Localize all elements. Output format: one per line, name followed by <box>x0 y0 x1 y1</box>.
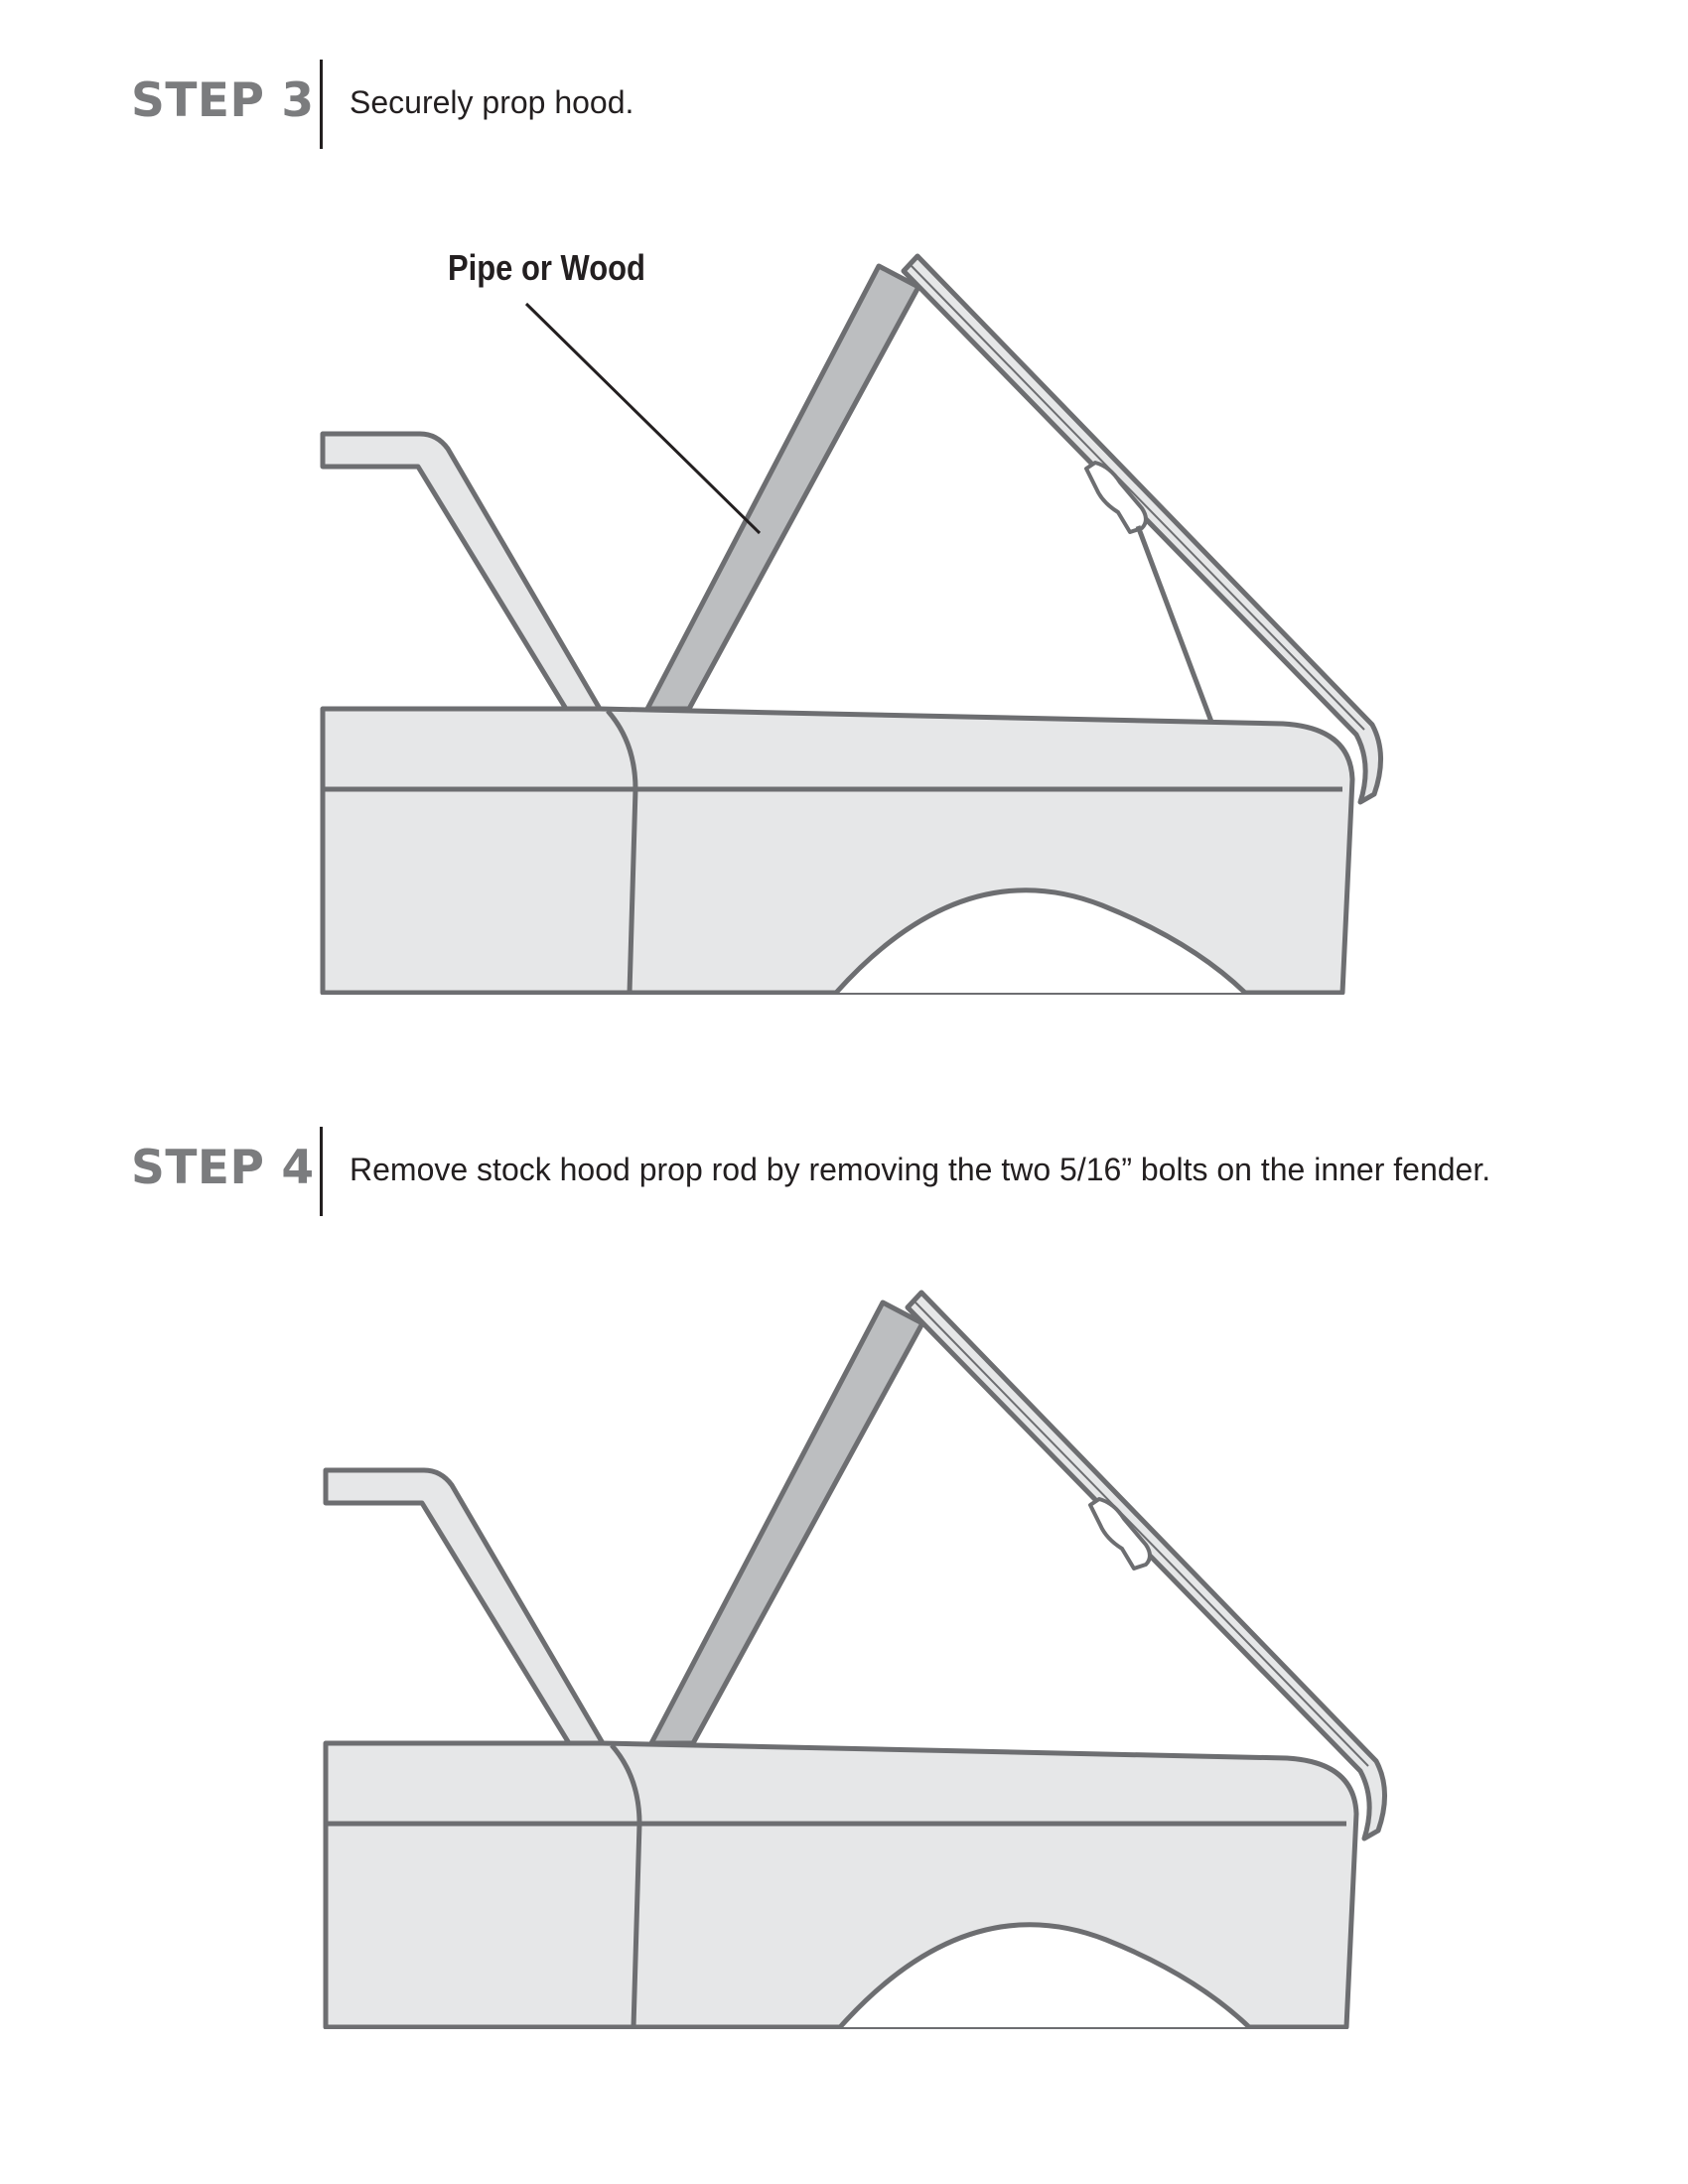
step-4-divider <box>320 1127 323 1216</box>
hood-hinge <box>1088 1497 1152 1570</box>
wheel-arch <box>834 887 1247 995</box>
hood-panel <box>901 253 1384 805</box>
hood-propped-drawing <box>0 253 1688 1023</box>
step-4-instruction: Remove stock hood prop rod by removing t… <box>350 1152 1491 1187</box>
vehicle-body <box>320 706 1355 996</box>
step-3-divider <box>320 60 323 149</box>
step-4-label: STEP 4 <box>131 1141 315 1195</box>
stock-prop-rod <box>1135 525 1214 723</box>
hood-inner-edge <box>914 1301 1369 1767</box>
callout-leader-line <box>524 302 762 535</box>
prop-pipe <box>644 263 921 712</box>
step-3-label: STEP 3 <box>131 73 315 128</box>
hood-panel <box>905 1290 1388 1842</box>
prop-rod-removed-drawing <box>0 1290 1688 2055</box>
pipe-or-wood-callout: Pipe or Wood <box>448 247 645 288</box>
vehicle-body <box>323 1740 1359 2030</box>
windshield-frame <box>323 1467 606 1746</box>
step-4-illustration <box>0 1032 1688 2055</box>
step-3-instruction: Securely prop hood. <box>350 84 634 120</box>
step-3-illustration: Pipe or Wood <box>0 0 1688 1023</box>
step-3-header: STEP 3 Securely prop hood. <box>0 58 1688 157</box>
hood-inner-edge <box>911 265 1365 731</box>
hood-hinge <box>1084 461 1148 534</box>
wheel-arch <box>838 1922 1251 2029</box>
step-4-header: STEP 4 Remove stock hood prop rod by rem… <box>0 1125 1688 1224</box>
windshield-frame <box>320 431 603 712</box>
prop-pipe <box>648 1299 925 1746</box>
